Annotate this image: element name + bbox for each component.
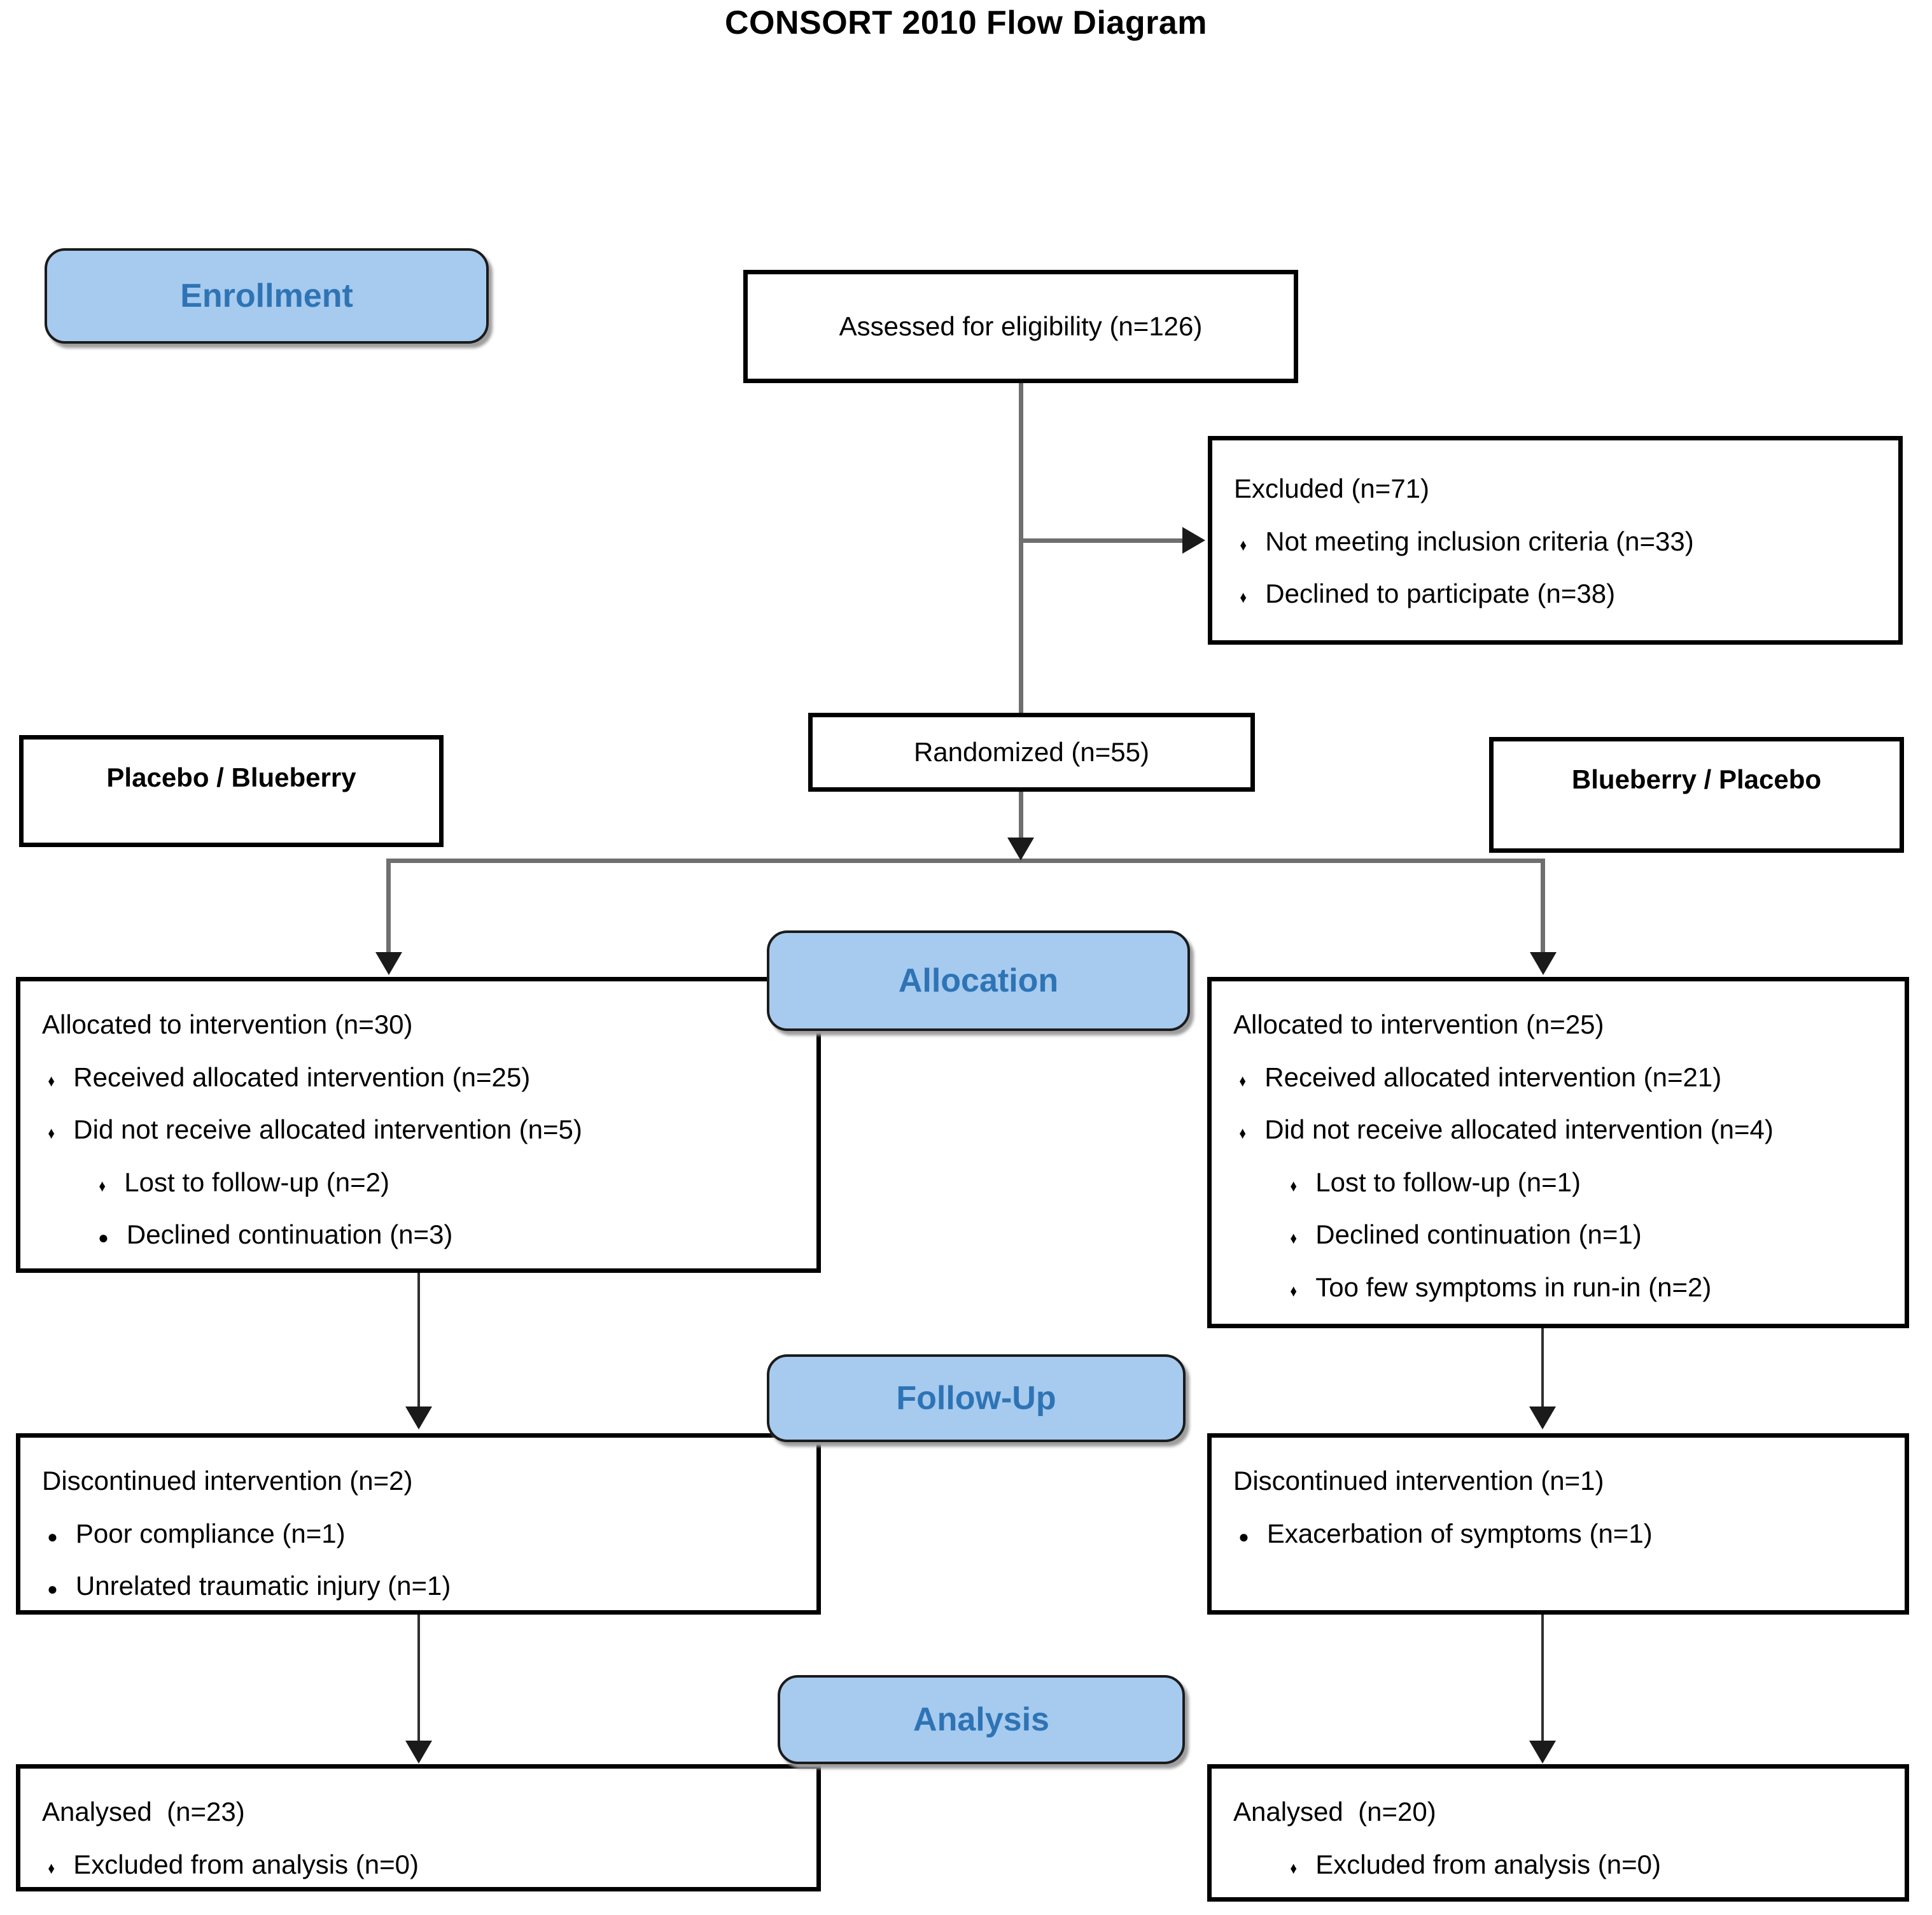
diamond-bullet-icon: ♦: [48, 1123, 55, 1142]
arrowhead-alloc-right: [1530, 952, 1557, 975]
stage-badge-allocation: Allocation: [767, 930, 1190, 1031]
bullet-item: ♦ Declined to participate (n=38): [1239, 577, 1883, 611]
connector-alloc-left-to-followup: [417, 1273, 420, 1408]
bullet-text: Did not receive allocated intervention (…: [73, 1114, 582, 1144]
bullet-item: ♦ Excluded from analysis (n=0): [47, 1848, 801, 1882]
bullet-text: Declined continuation (n=1): [1315, 1219, 1642, 1249]
connector-alloc-right-to-followup: [1541, 1328, 1544, 1408]
diamond-bullet-icon: ♦: [1290, 1858, 1297, 1877]
allocation-right-heading: Allocated to intervention (n=25): [1233, 1009, 1604, 1039]
bullet-item: ● Declined continuation (n=3): [98, 1218, 801, 1252]
arrowhead-analysis-left: [405, 1741, 432, 1764]
arm-label-blueberry-placebo: Blueberry / Placebo: [1489, 737, 1904, 853]
bullet-text: Exacerbation of symptoms (n=1): [1266, 1518, 1653, 1548]
analysis-left-heading: Analysed (n=23): [42, 1797, 245, 1827]
excluded-box: Excluded (n=71) ♦ Not meeting inclusion c…: [1208, 436, 1903, 645]
diamond-bullet-icon: ♦: [1290, 1228, 1297, 1247]
allocation-left-items: ♦Received allocated intervention (n=25)♦…: [42, 1061, 801, 1252]
arrowhead-analysis-right: [1529, 1741, 1556, 1764]
bullet-item: ♦ Did not receive allocated intervention …: [47, 1113, 801, 1147]
allocation-left-heading: Allocated to intervention (n=30): [42, 1009, 413, 1039]
bullet-text: Received allocated intervention (n=25): [73, 1062, 531, 1092]
allocation-right-items: ♦Received allocated intervention (n=21)♦…: [1233, 1061, 1889, 1305]
stage-badge-followup: Follow-Up: [767, 1354, 1186, 1442]
connector-branch-left: [386, 859, 391, 954]
bullet-text: Declined to participate (n=38): [1265, 579, 1616, 608]
diagram-title: CONSORT 2010 Flow Diagram: [724, 4, 1208, 41]
bullet-text: Declined continuation (n=3): [126, 1219, 453, 1249]
excluded-heading: Excluded (n=71): [1234, 473, 1430, 503]
bullet-item: ♦ Lost to follow-up (n=1): [1289, 1166, 1889, 1200]
bullet-text: Not meeting inclusion criteria (n=33): [1265, 526, 1694, 556]
arrowhead-followup-left: [405, 1406, 432, 1429]
bullet-item: ● Exacerbation of symptoms (n=1): [1238, 1517, 1889, 1551]
bullet-text: Excluded from analysis (n=0): [1315, 1849, 1662, 1879]
bullet-text: Too few symptoms in run-in (n=2): [1315, 1272, 1712, 1302]
connector-followup-right-to-analysis: [1541, 1615, 1544, 1742]
bullet-text: Lost to follow-up (n=2): [124, 1167, 389, 1197]
diamond-bullet-icon: ♦: [1240, 587, 1247, 607]
diamond-bullet-icon: ♦: [1239, 1123, 1246, 1142]
bullet-item: ♦ Excluded from analysis (n=0): [1289, 1848, 1889, 1882]
bullet-item: ♦ Too few symptoms in run-in (n=2): [1289, 1271, 1889, 1305]
followup-right-items: ● Exacerbation of symptoms (n=1): [1233, 1517, 1889, 1551]
excluded-items: ♦ Not meeting inclusion criteria (n=33) ♦ D…: [1234, 525, 1883, 611]
diamond-bullet-icon: ♦: [1239, 1070, 1246, 1090]
bullet-item: ♦ Declined continuation (n=1): [1289, 1218, 1889, 1252]
arrowhead-branch: [1007, 838, 1034, 860]
diamond-bullet-icon: ♦: [1240, 535, 1247, 554]
round-bullet-icon: ●: [47, 1579, 58, 1599]
bullet-text: Received allocated intervention (n=21): [1264, 1062, 1722, 1092]
connector-to-excluded: [1019, 538, 1183, 543]
followup-left-items: ● Poor compliance (n=1) ● Unrelated traumat…: [42, 1517, 801, 1603]
bullet-text: Did not receive allocated intervention (…: [1264, 1114, 1774, 1144]
bullet-item: ♦ Received allocated intervention (n=25): [47, 1061, 801, 1095]
diamond-bullet-icon: ♦: [1290, 1280, 1297, 1300]
randomized-box: Randomized (n=55): [808, 713, 1255, 792]
stage-badge-analysis: Analysis: [778, 1675, 1185, 1764]
round-bullet-icon: ●: [47, 1526, 58, 1547]
stage-badge-enrollment: Enrollment: [45, 248, 489, 344]
bullet-text: Lost to follow-up (n=1): [1315, 1167, 1581, 1197]
connector-followup-left-to-analysis: [417, 1615, 420, 1742]
analysis-left-items: ♦ Excluded from analysis (n=0): [42, 1848, 801, 1882]
bullet-text: Unrelated traumatic injury (n=1): [75, 1571, 451, 1601]
arrowhead-excluded: [1182, 527, 1205, 554]
branch-line: [386, 859, 1544, 863]
bullet-item: ● Unrelated traumatic injury (n=1): [47, 1569, 801, 1603]
assessed-eligibility-box: Assessed for eligibility (n=126): [743, 270, 1298, 383]
diamond-bullet-icon: ♦: [1290, 1175, 1297, 1195]
bullet-item: ♦ Not meeting inclusion criteria (n=33): [1239, 525, 1883, 559]
diamond-bullet-icon: ♦: [48, 1858, 55, 1877]
round-bullet-icon: ●: [1238, 1526, 1249, 1547]
allocation-left-box: Allocated to intervention (n=30) ♦ Receiv…: [16, 977, 821, 1273]
allocation-right-box: Allocated to intervention (n=25) ♦ Receiv…: [1207, 977, 1909, 1328]
connector-branch-right: [1541, 859, 1545, 954]
followup-left-heading: Discontinued intervention (n=2): [42, 1466, 413, 1496]
analysis-right-heading: Analysed (n=20): [1233, 1797, 1436, 1827]
arrowhead-followup-right: [1529, 1406, 1556, 1429]
bullet-text: Poor compliance (n=1): [75, 1518, 346, 1548]
diamond-bullet-icon: ♦: [48, 1070, 55, 1090]
round-bullet-icon: ●: [98, 1228, 109, 1247]
followup-left-box: Discontinued intervention (n=2) ● Poor co…: [16, 1433, 821, 1615]
connector-assessed-to-randomized: [1019, 383, 1023, 713]
arrowhead-alloc-left: [375, 952, 402, 975]
arm-label-placebo-blueberry: Placebo / Blueberry: [19, 735, 444, 847]
analysis-right-box: Analysed (n=20) ♦ Excluded from analysis …: [1207, 1764, 1909, 1902]
diamond-bullet-icon: ♦: [99, 1175, 106, 1195]
analysis-right-items: ♦ Excluded from analysis (n=0): [1233, 1848, 1889, 1882]
bullet-item: ♦ Received allocated intervention (n=21): [1238, 1061, 1889, 1095]
bullet-item: ● Poor compliance (n=1): [47, 1517, 801, 1551]
bullet-item: ♦ Lost to follow-up (n=2): [98, 1166, 801, 1200]
analysis-left-box: Analysed (n=23) ♦ Excluded from analysis …: [16, 1764, 821, 1891]
followup-right-box: Discontinued intervention (n=1) ● Exacerb…: [1207, 1433, 1909, 1615]
followup-right-heading: Discontinued intervention (n=1): [1233, 1466, 1604, 1496]
bullet-item: ♦ Did not receive allocated intervention …: [1238, 1113, 1889, 1147]
bullet-text: Excluded from analysis (n=0): [73, 1849, 419, 1879]
connector-randomized-to-branch: [1019, 792, 1023, 841]
